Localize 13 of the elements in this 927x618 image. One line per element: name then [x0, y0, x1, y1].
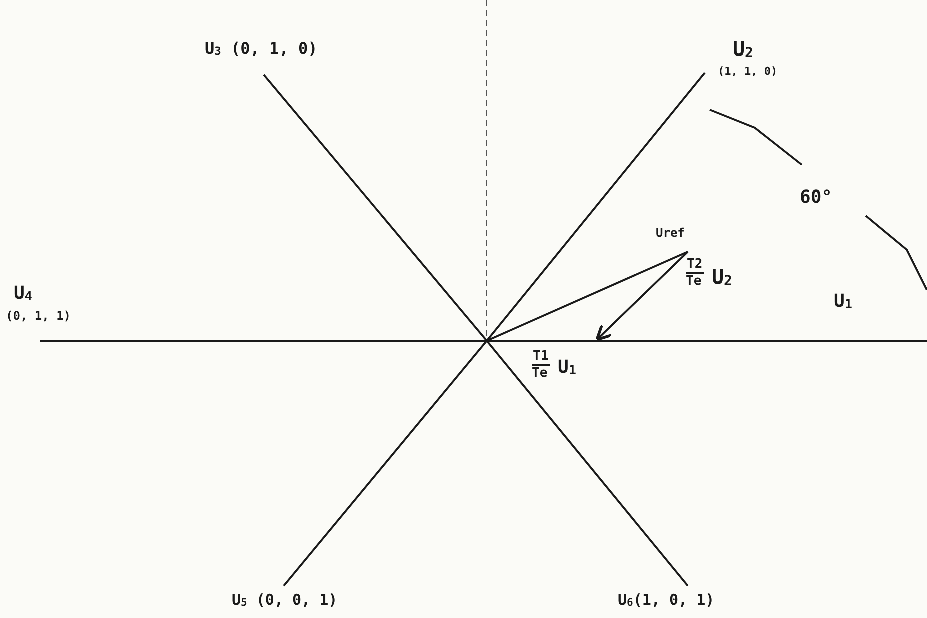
vector-label: U$_{3}$ (0, 1, 0): [205, 40, 318, 58]
vector-label: Te: [686, 275, 702, 290]
vector-label: (1, 1, 0): [718, 66, 778, 78]
vector-label: 60°: [800, 188, 833, 208]
vector-label: U$_{6}$(1, 0, 1): [618, 592, 715, 610]
vector-label: (0, 1, 1): [6, 310, 72, 324]
vector-label: U$_{5}$ (0, 0, 1): [232, 592, 338, 610]
vector-label: U$_{2}$: [712, 266, 732, 290]
fraction-numerator: T1: [532, 350, 550, 366]
fraction-numerator: T2: [686, 258, 704, 274]
vector-label: Uref: [656, 227, 685, 240]
vector-label: Te: [532, 367, 548, 382]
vector-label: U$_{2}$: [733, 38, 754, 62]
